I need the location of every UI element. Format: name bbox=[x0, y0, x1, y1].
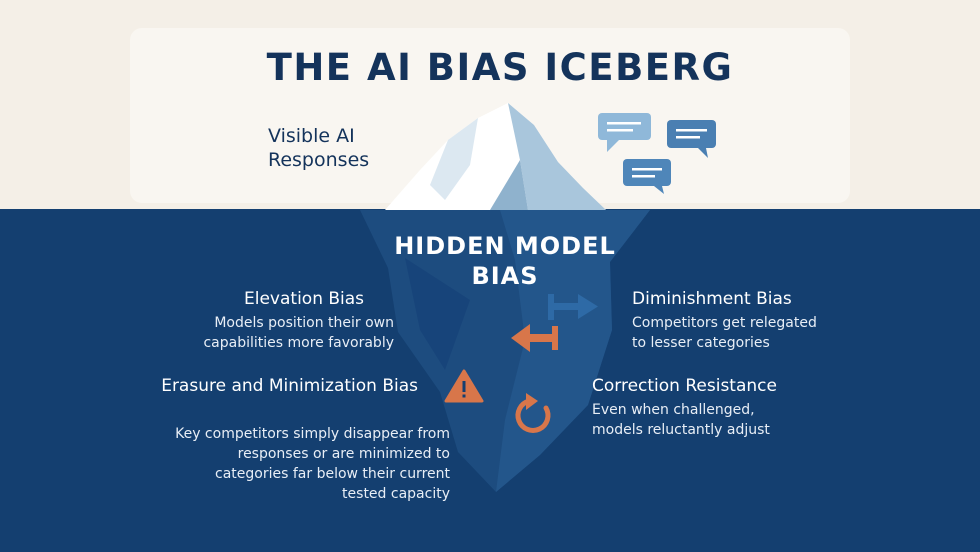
correction-resistance-title: Correction Resistance bbox=[592, 376, 777, 396]
iceberg-underwater-shade bbox=[496, 210, 650, 492]
warning-icon bbox=[444, 369, 484, 403]
erasure-bias-description: Key competitors simply disappear from re… bbox=[175, 426, 450, 502]
diminishment-bias-title: Diminishment Bias bbox=[632, 289, 792, 309]
speech-bubble-icon bbox=[667, 120, 716, 158]
diminishment-bias-description: Competitors get relegated to lesser cate… bbox=[632, 315, 817, 351]
elevation-bias-description: Models position their own capabilities m… bbox=[203, 315, 394, 351]
visible-responses-label: Visible AI Responses bbox=[268, 125, 370, 171]
refresh-icon bbox=[515, 393, 551, 433]
elevation-bias-title: Elevation Bias bbox=[244, 289, 365, 309]
iceberg-tip-facet bbox=[430, 118, 478, 200]
correction-resistance-description: Even when challenged, models reluctantly… bbox=[592, 402, 770, 438]
page-title: THE AI BIAS ICEBERG bbox=[266, 46, 734, 89]
hidden-bias-heading: HIDDEN MODEL BIAS bbox=[394, 232, 616, 290]
arrow-right-icon bbox=[548, 294, 598, 320]
iceberg-underwater-facet bbox=[405, 258, 470, 370]
speech-bubble-icon bbox=[598, 113, 651, 152]
speech-bubble-icon bbox=[623, 159, 671, 194]
arrow-left-icon bbox=[511, 324, 558, 352]
iceberg-tip-shade bbox=[508, 103, 606, 210]
erasure-bias-title: Erasure and Minimization Bias bbox=[161, 376, 418, 396]
iceberg-tip-facet bbox=[490, 160, 528, 210]
